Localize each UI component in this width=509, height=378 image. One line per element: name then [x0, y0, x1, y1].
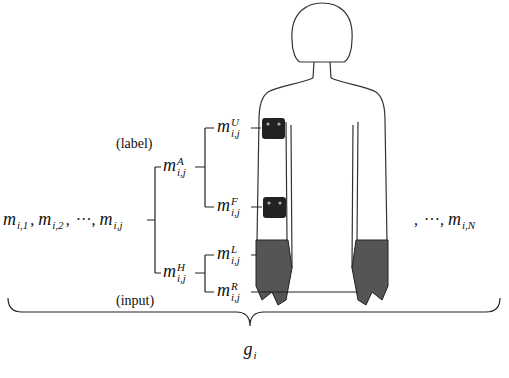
math-symbol: ,	[30, 211, 34, 228]
leader-line	[251, 128, 261, 129]
sensor-dot	[266, 122, 269, 125]
math-symbol: i,N	[462, 219, 475, 231]
main-bracket	[147, 167, 161, 273]
script-stack: Ri,j	[231, 281, 240, 303]
leader-lines	[251, 128, 358, 292]
arm-sensors	[262, 118, 286, 218]
gloves	[256, 240, 388, 305]
math-symbol: R	[231, 281, 240, 292]
script-stack: Ui,j	[231, 117, 240, 139]
leader-line	[251, 292, 358, 293]
math-symbol: i,j	[231, 255, 240, 266]
math-term: mFi,j	[217, 196, 240, 218]
human-figure	[257, 3, 387, 268]
math-symbol: F	[231, 196, 240, 207]
leader-line	[251, 207, 262, 208]
sensor-dot	[267, 201, 270, 204]
math-symbol: i,1	[17, 219, 28, 231]
torso	[291, 125, 353, 268]
math-term: mUi,j	[217, 117, 240, 139]
forearm-sensor	[263, 197, 286, 218]
label-bracket	[195, 128, 214, 207]
math-symbol: m	[217, 280, 230, 300]
upper-arm-sensor	[262, 118, 285, 139]
math-symbol: ,	[66, 211, 70, 228]
leader-line	[251, 255, 257, 256]
math-symbol: m	[38, 209, 51, 229]
math-term: mi,1,mi,2,···,mi,j	[3, 210, 122, 231]
head	[292, 3, 352, 62]
math-symbol: i,j	[231, 207, 240, 218]
math-symbol: m	[163, 155, 176, 175]
math-symbol: A	[177, 156, 186, 167]
math-symbol: i,j	[114, 219, 123, 231]
math-symbol: U	[231, 117, 240, 128]
math-symbol: m	[100, 209, 113, 229]
math-symbol: i,j	[177, 167, 186, 178]
math-symbol: i	[253, 349, 256, 361]
left-shoulder-arm	[257, 78, 313, 242]
script-stack: Hi,j	[177, 262, 186, 284]
math-term: mAi,j	[163, 156, 186, 178]
math-symbol: L	[231, 244, 240, 255]
math-symbol: m	[163, 261, 176, 281]
right-glove	[352, 240, 388, 305]
math-term: mRi,j	[217, 281, 240, 303]
math-term: mLi,j	[217, 244, 240, 266]
annotation-label: (label)	[116, 136, 153, 151]
left-glove	[256, 240, 292, 305]
math-term: (input)	[116, 292, 154, 308]
math-symbol: m	[217, 116, 230, 136]
group-brace	[8, 298, 500, 326]
right-shoulder-arm	[331, 78, 387, 242]
neck	[313, 62, 331, 78]
math-symbol: i,j	[231, 292, 240, 303]
math-symbol: H	[177, 262, 186, 273]
input-bracket	[195, 255, 214, 292]
annotation-label: (input)	[116, 293, 154, 308]
math-symbol: i,j	[177, 273, 186, 284]
script-stack: Fi,j	[231, 196, 240, 218]
math-symbol: i,j	[231, 128, 240, 139]
math-symbol: i,2	[52, 219, 63, 231]
math-symbol: ···,	[76, 211, 96, 228]
script-stack: Li,j	[231, 244, 240, 266]
tree-brackets	[147, 128, 214, 292]
math-term: mHi,j	[163, 262, 186, 284]
math-symbol: ,	[414, 211, 418, 228]
math-symbol: ···,	[424, 211, 444, 228]
script-stack: Ai,j	[177, 156, 186, 178]
math-symbol: m	[217, 243, 230, 263]
inner-arms	[286, 122, 358, 242]
sensor-dot	[278, 201, 281, 204]
sensor-dot	[277, 122, 280, 125]
math-symbol: m	[448, 209, 461, 229]
math-term: , ···,mi,N	[412, 210, 475, 231]
math-symbol: m	[217, 195, 230, 215]
math-term: (label)	[116, 135, 153, 151]
math-symbol: m	[3, 209, 16, 229]
math-symbol: g	[243, 339, 252, 359]
math-term: gi	[243, 340, 256, 361]
